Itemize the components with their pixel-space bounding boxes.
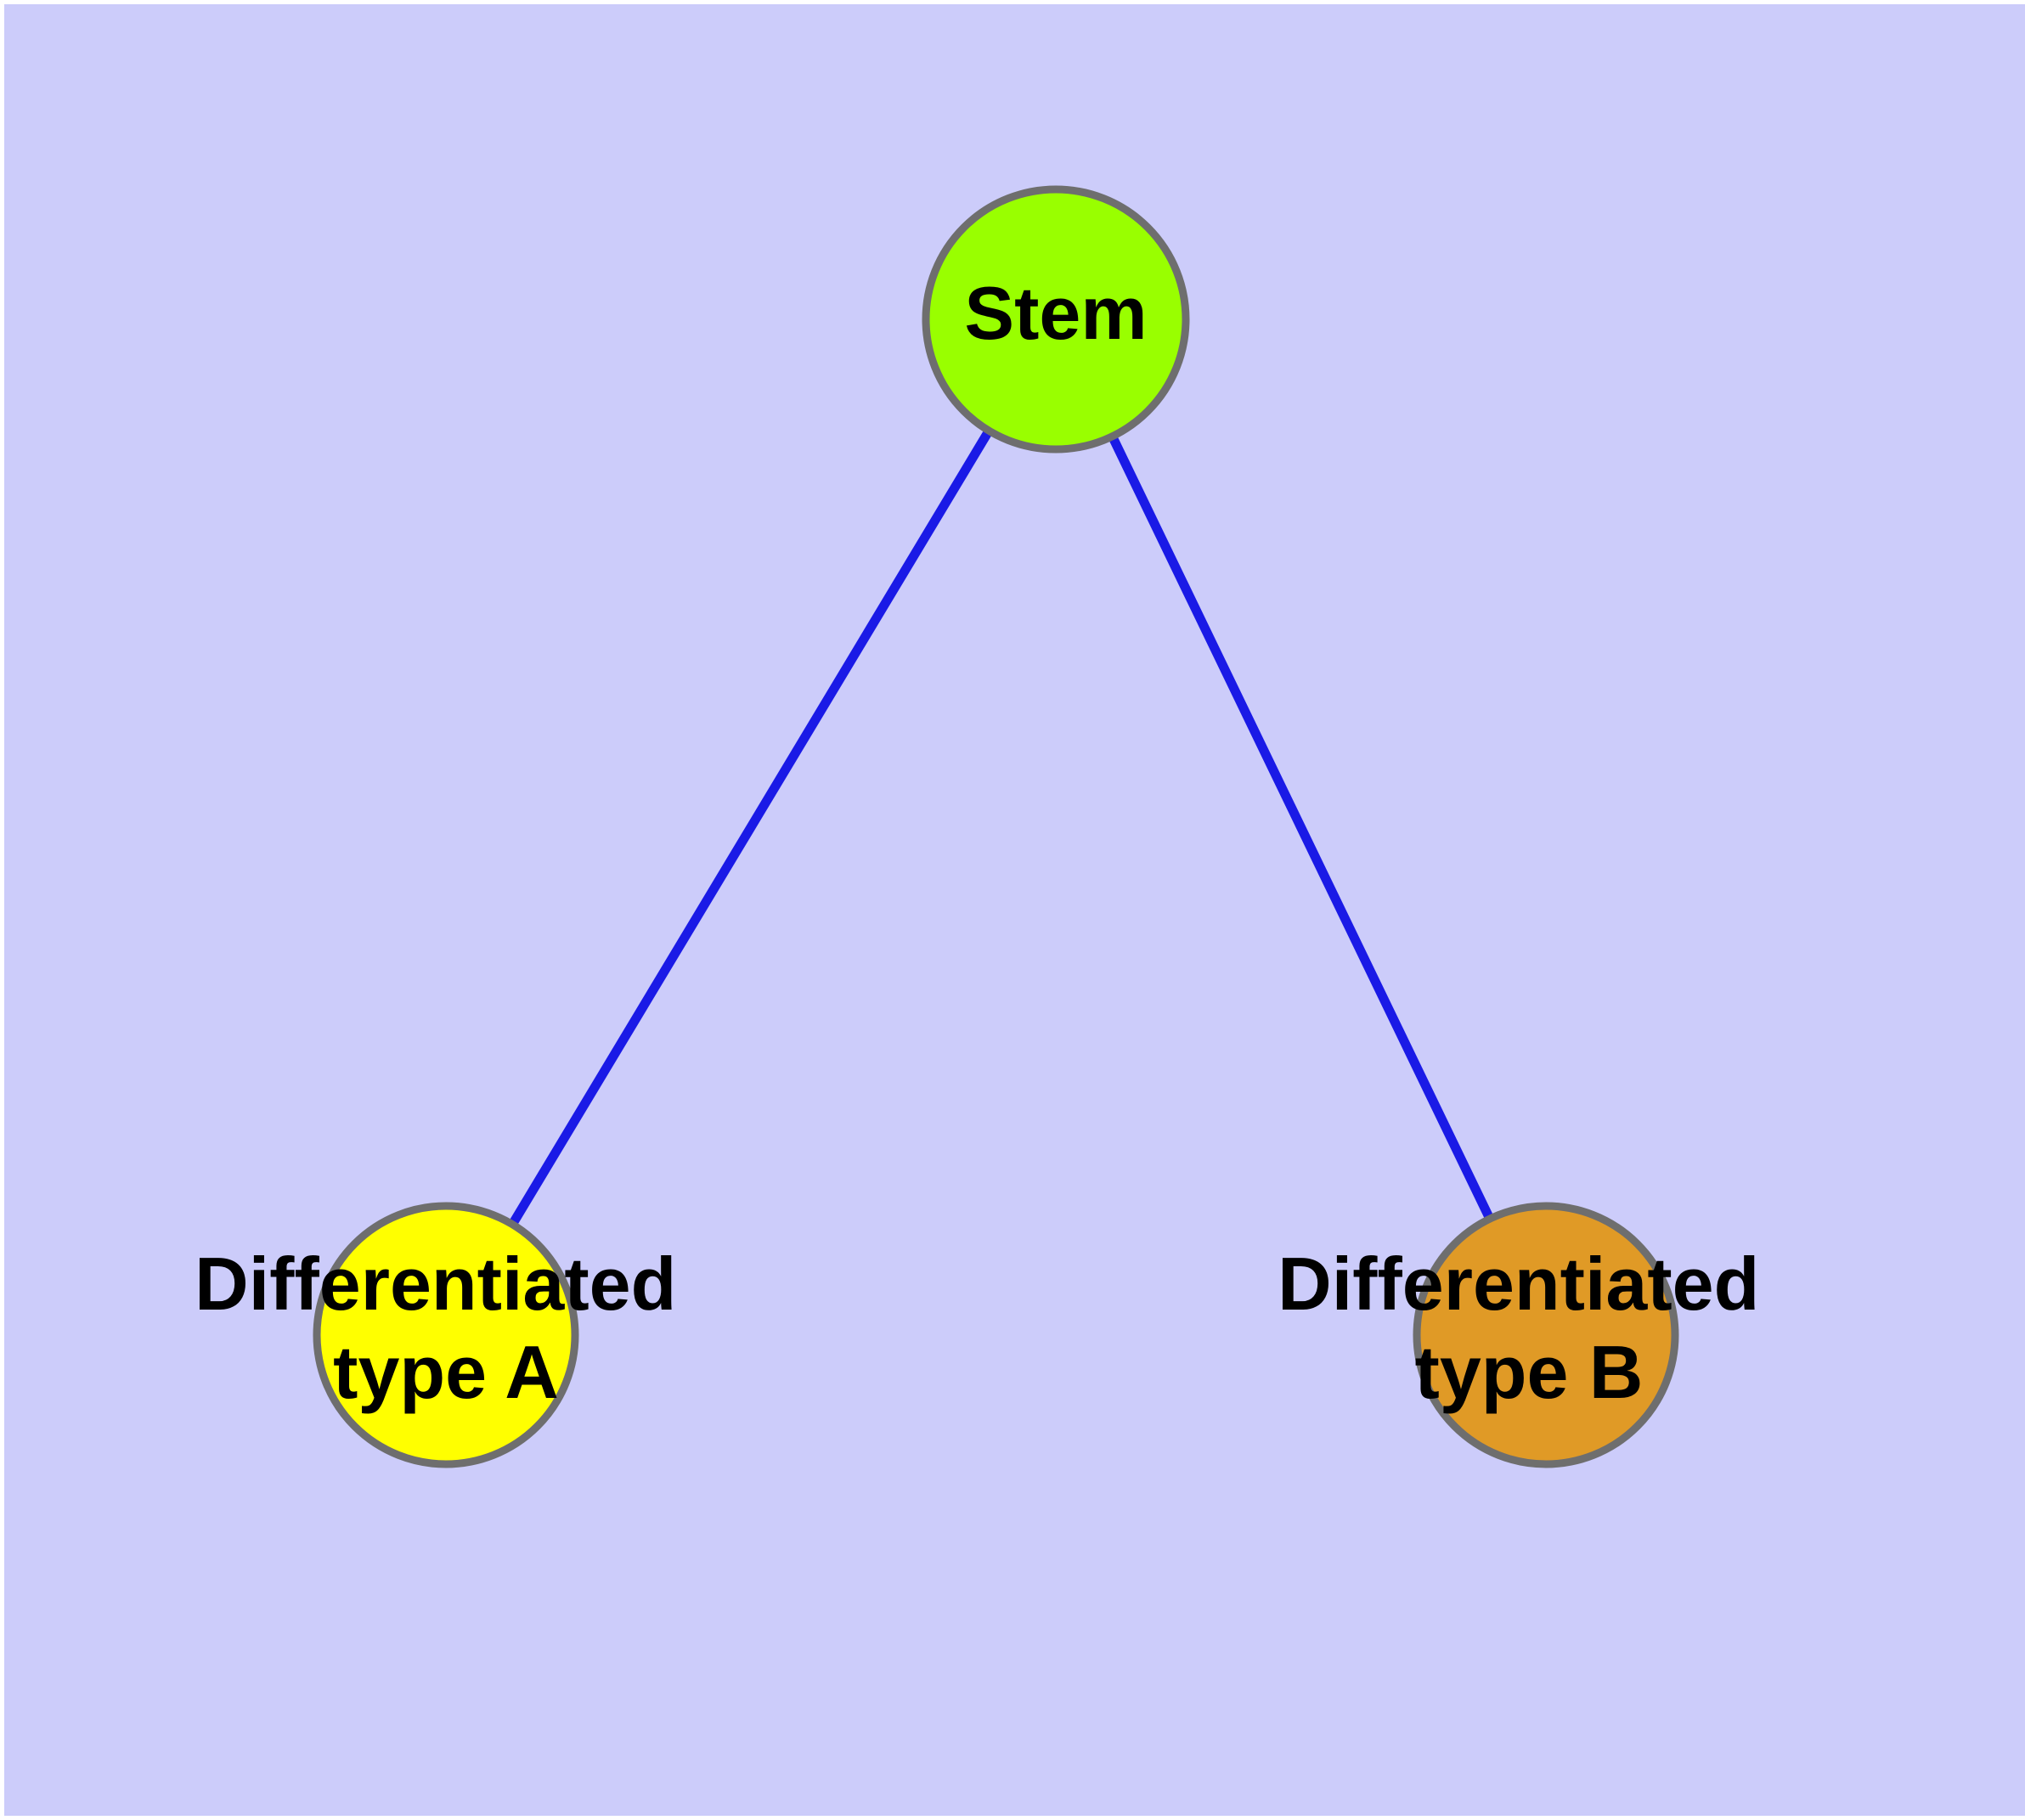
node-differentiated-type-b-label-line-2: type B: [1415, 1330, 1644, 1414]
node-differentiated-type-a-circle[interactable]: [313, 1202, 579, 1468]
node-differentiated-type-a-label-line-1: Differentiated: [195, 1242, 676, 1326]
edge-stem-to-differentiated-type-a[interactable]: [442, 317, 1060, 1338]
node-differentiated-type-b[interactable]: Differentiated type B: [1278, 1202, 1780, 1468]
node-differentiated-type-b-circle[interactable]: [1413, 1202, 1679, 1468]
node-differentiated-type-b-label: Differentiated type B: [1278, 1242, 1780, 1414]
node-differentiated-type-a[interactable]: Differentiated type A: [195, 1202, 697, 1468]
node-stem-label: Stem: [964, 271, 1147, 355]
node-stem[interactable]: Stem: [922, 185, 1190, 454]
node-differentiated-type-b-label-line-1: Differentiated: [1278, 1242, 1759, 1326]
edge-layer: [442, 317, 1550, 1338]
node-stem-label-line-1: Stem: [964, 271, 1147, 355]
node-differentiated-type-a-label: Differentiated type A: [195, 1242, 697, 1414]
edge-stem-to-differentiated-type-b[interactable]: [1052, 317, 1550, 1338]
graph-svg: Stem Differentiated type A Differentiate…: [195, 185, 1780, 1468]
node-differentiated-type-a-label-line-2: type A: [333, 1330, 559, 1414]
node-stem-circle[interactable]: [922, 185, 1190, 454]
